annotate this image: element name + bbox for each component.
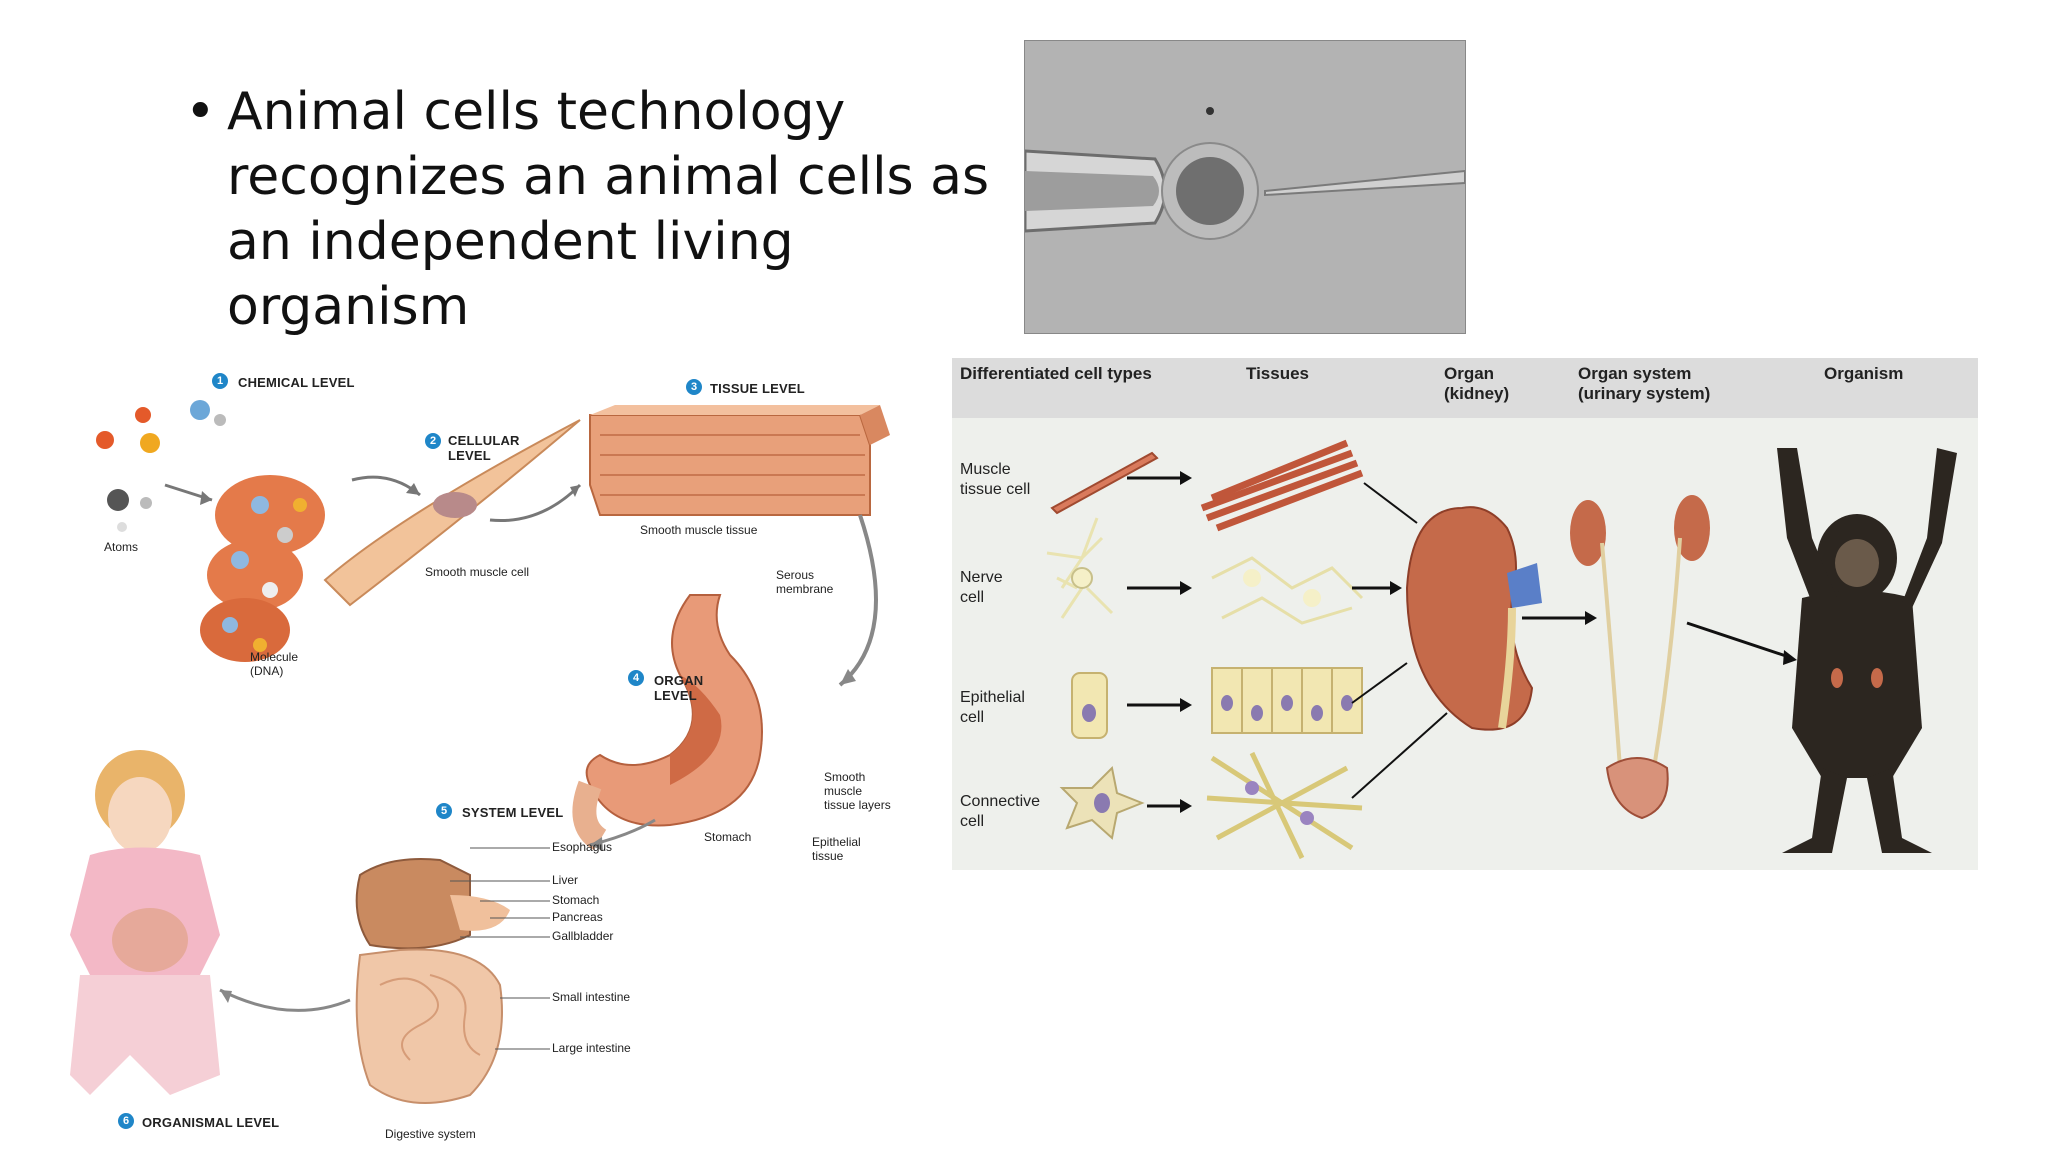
atoms-label: Atoms bbox=[104, 540, 139, 554]
tissue-level-label: TISSUE LEVEL bbox=[710, 381, 805, 396]
header-organism: Organism bbox=[1824, 364, 1904, 383]
organ-label-gallbladder: Gallbladder bbox=[552, 929, 614, 943]
bullet-dot: • bbox=[185, 82, 216, 142]
row-label-connective: Connective cell bbox=[960, 793, 1041, 830]
microinjection-photo bbox=[1024, 40, 1466, 334]
row-label-nerve: Nerve cell bbox=[960, 569, 1003, 606]
level-4-badge: 4 bbox=[628, 670, 644, 686]
row-label-epithelial: Epithelial cell bbox=[960, 689, 1025, 726]
epithelial-tissue-label: Epithelial tissue bbox=[812, 835, 861, 863]
level-5-badge: 5 bbox=[436, 803, 452, 819]
serous-membrane-label: Serous membrane bbox=[776, 568, 834, 596]
organismal-level-label: ORGANISMAL LEVEL bbox=[142, 1115, 280, 1130]
levels-of-organization-diagram: 1 CHEMICAL LEVEL 2 CELLULAR LEVEL 3 TISS… bbox=[70, 355, 900, 1152]
cellular-level-label: CELLULAR LEVEL bbox=[448, 433, 520, 463]
cell-to-organism-diagram: Differentiated cell types Tissues Organ … bbox=[952, 358, 1978, 870]
organ-label-large-intestine: Large intestine bbox=[552, 1041, 631, 1055]
level-6-badge: 6 bbox=[118, 1113, 134, 1129]
smooth-muscle-cell-label: Smooth muscle cell bbox=[425, 565, 530, 579]
header-tissues: Tissues bbox=[1246, 364, 1310, 383]
organ-label-liver: Liver bbox=[552, 873, 579, 887]
molecule-label: Molecule (DNA) bbox=[250, 650, 299, 678]
level-2-badge: 2 bbox=[425, 433, 441, 449]
organ-level-label: ORGAN LEVEL bbox=[654, 673, 704, 703]
level-3-badge: 3 bbox=[686, 379, 702, 395]
bullet-text: Animal cells technology recognizes an an… bbox=[227, 82, 990, 337]
header-differentiated-cell-types: Differentiated cell types bbox=[960, 364, 1152, 383]
header-organ-kidney: Organ (kidney) bbox=[1444, 364, 1510, 403]
levels-illustration bbox=[70, 400, 890, 1104]
row-label-muscle: Muscle tissue cell bbox=[960, 461, 1031, 498]
system-level-label: SYSTEM LEVEL bbox=[462, 805, 564, 820]
digestive-system-label: Digestive system bbox=[385, 1127, 476, 1141]
chemical-level-label: CHEMICAL LEVEL bbox=[238, 375, 355, 390]
cell-to-organism-illustration bbox=[1046, 439, 1957, 860]
organ-label-small-intestine: Small intestine bbox=[552, 990, 631, 1004]
smooth-muscle-layers-label: Smooth muscle tissue layers bbox=[824, 770, 891, 812]
header-organ-system: Organ system (urinary system) bbox=[1578, 364, 1711, 403]
bullet-point: • Animal cells technology recognizes an … bbox=[185, 80, 1015, 340]
organ-label-esophagus: Esophagus bbox=[552, 840, 613, 854]
stomach-label: Stomach bbox=[704, 830, 752, 844]
organ-label-stomach: Stomach bbox=[552, 893, 600, 907]
diagram-header-row bbox=[952, 358, 1978, 418]
smooth-muscle-tissue-label: Smooth muscle tissue bbox=[640, 523, 758, 537]
organ-label-pancreas: Pancreas bbox=[552, 910, 603, 924]
level-1-badge: 1 bbox=[212, 373, 228, 389]
